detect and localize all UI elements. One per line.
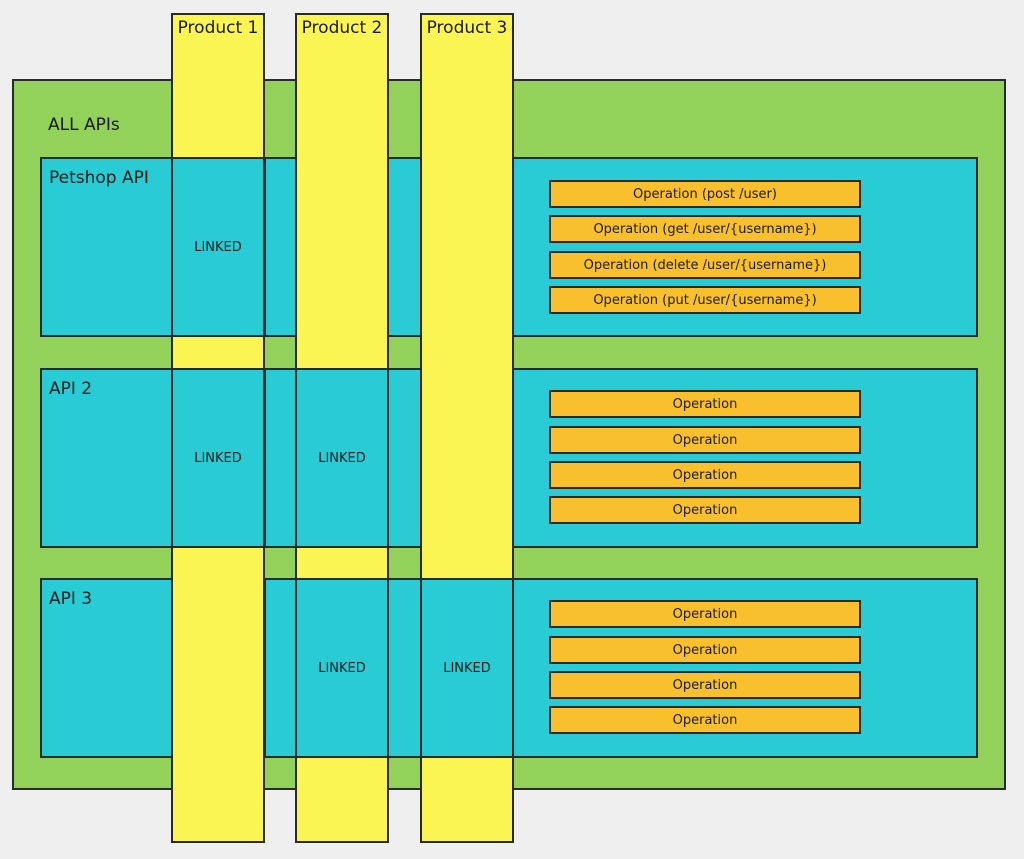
operation-box: Operation (post /user): [549, 180, 861, 208]
api-band-segment: [264, 578, 297, 758]
link-cell-api-2-product-1: LINKED: [171, 368, 265, 548]
api-label-api-3: API 3: [49, 589, 93, 609]
api-band-segment: [387, 578, 422, 758]
operation-box: Operation: [549, 461, 861, 489]
product-label-2: Product 2: [301, 18, 383, 38]
linked-label: LINKED: [194, 450, 242, 466]
link-cell-api-2-product-2: LINKED: [295, 368, 389, 548]
api-label-petshop: Petshop API: [49, 168, 149, 188]
operation-box: Operation: [549, 671, 861, 699]
operation-box: Operation (get /user/{username}): [549, 215, 861, 243]
api-label-api-2: API 2: [49, 379, 93, 399]
operation-box: Operation: [549, 600, 861, 628]
link-cell-api-3-product-2: LINKED: [295, 578, 389, 758]
link-cell-api-3-product-3: LINKED: [420, 578, 514, 758]
operation-box: Operation (put /user/{username}): [549, 286, 861, 314]
product-label-1: Product 1: [177, 18, 259, 38]
operation-box: Operation: [549, 636, 861, 664]
linked-label: LINKED: [318, 660, 366, 676]
api-band-segment: [387, 157, 422, 337]
operation-box: Operation: [549, 390, 861, 418]
product-label-3: Product 3: [426, 18, 508, 38]
operation-box: Operation (delete /user/{username}): [549, 251, 861, 279]
api-band-segment: [264, 368, 297, 548]
operation-box: Operation: [549, 706, 861, 734]
linked-label: LINKED: [318, 450, 366, 466]
linked-label: LINKED: [443, 660, 491, 676]
api-band-segment: [264, 157, 297, 337]
operation-box: Operation: [549, 426, 861, 454]
api-band-segment: [387, 368, 422, 548]
operation-box: Operation: [549, 496, 861, 524]
all-apis-label: ALL APIs: [48, 115, 120, 135]
link-cell-petshop-product-1: LINKED: [171, 157, 265, 337]
linked-label: LINKED: [194, 239, 242, 255]
